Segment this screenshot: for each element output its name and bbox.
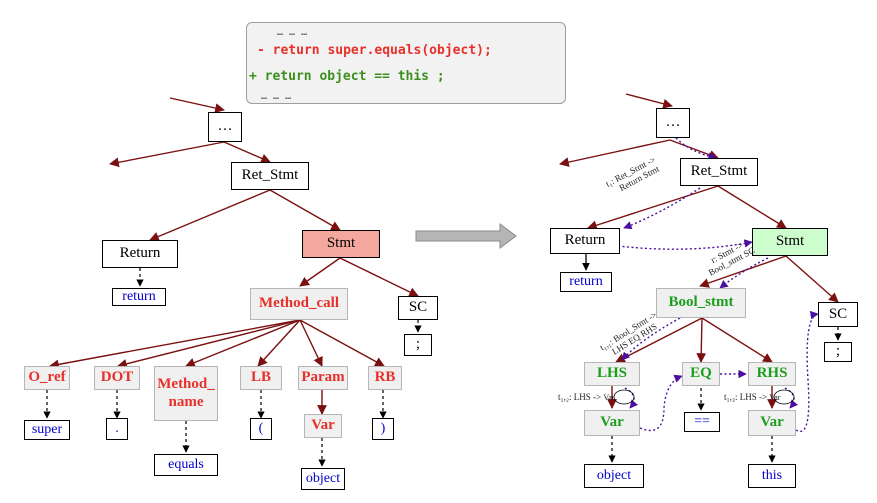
traverse-retstmt-return (623, 187, 701, 230)
right-eq-node: EQ (682, 362, 720, 386)
right-sc-node: SC (818, 302, 858, 327)
left-dot-node: DOT (94, 366, 140, 390)
left-edge-mc-rb (299, 319, 385, 367)
code-removed-line: - return super.equals(object); (257, 43, 492, 58)
left-edge-in-root (169, 97, 225, 113)
code-ellipsis-bottom: … … … (261, 91, 292, 102)
left-edge-root-out (109, 141, 225, 168)
left-super-token: super (24, 420, 70, 440)
left-dot-token: . (106, 418, 128, 440)
left-retstmt-node: Ret_Stmt (231, 162, 309, 190)
left-param-node: Param (298, 366, 348, 390)
left-equals-token: equals (154, 454, 218, 476)
traverse-root-retstmt (675, 137, 717, 161)
right-lhs-node: LHS (584, 362, 640, 386)
code-diff-box: … … … - return super.equals(object); + r… (246, 22, 566, 104)
code-added-line: + return object == this ; (249, 69, 445, 84)
left-lb-node: LB (240, 366, 282, 390)
right-this-token: this (748, 464, 796, 488)
right-rhs-var-node: Var (748, 410, 796, 436)
left-edge-stmt-sc (339, 257, 419, 297)
right-retstmt-node: Ret_Stmt (680, 158, 758, 186)
right-eq-token: == (684, 412, 720, 432)
right-edge-root-retstmt (669, 139, 719, 160)
left-edge-mc-param (299, 319, 323, 367)
right-edge-retstmt-return (587, 185, 719, 230)
traverse-rhs-self (784, 387, 799, 409)
left-edge-retstmt-return (149, 189, 271, 242)
traverse-lhs-self (624, 387, 639, 409)
left-lb-token: ( (250, 418, 272, 440)
right-edge-root-out (559, 139, 671, 167)
right-sc-token: ; (824, 342, 852, 362)
right-return-token: return (560, 272, 612, 292)
left-sc-node: SC (398, 296, 438, 320)
left-stmt-node: Stmt (302, 230, 380, 258)
right-object-token: object (584, 464, 644, 488)
right-edge-bool-eq (696, 317, 707, 363)
right-root-node: … (656, 108, 690, 138)
right-edge-stmt-sc (785, 255, 839, 303)
right-stmt-node: Stmt (752, 228, 828, 256)
left-edge-retstmt-stmt (269, 189, 341, 231)
left-edge-mc-oref (49, 319, 301, 370)
left-root-node: … (208, 112, 242, 142)
traverse-var-sc (795, 310, 819, 433)
code-ellipsis-top: … … … (277, 27, 308, 38)
left-sc-token: ; (404, 334, 432, 356)
right-edge-retstmt-stmt (717, 185, 787, 229)
right-edge-bool-lhs (615, 317, 703, 363)
left-edge-stmt-methodcall (299, 257, 341, 287)
right-edge-stmt-boolstmt (699, 255, 787, 288)
traverse-var-eq (639, 374, 683, 432)
left-oref-node: O_ref (24, 366, 70, 390)
transform-arrow (415, 223, 517, 249)
label-t1-2-text: t₁,₂: LHS -> (558, 392, 602, 402)
right-return-node: Return (550, 228, 620, 254)
right-lhs-var-node: Var (584, 410, 640, 436)
left-var-node: Var (304, 414, 342, 438)
left-edge-mc-methodname (185, 319, 301, 368)
left-edge-mc-dot (117, 319, 301, 369)
left-rb-token: ) (372, 418, 394, 440)
left-object-token: object (301, 468, 345, 490)
right-edge-bool-rhs (701, 317, 773, 363)
left-methodname-node: Method_ name (154, 366, 218, 421)
label-t1-3: t₁,₃: LHS -> Var (724, 392, 780, 402)
left-rb-node: RB (368, 366, 402, 390)
label-t1-3-var: Var (769, 393, 781, 402)
right-boolstmt-node: Bool_stmt (656, 288, 746, 318)
label-t1-2-var: Var (603, 393, 615, 402)
traverse-stmt-bool (719, 257, 769, 289)
label-t1-3-text: t₁,₃: LHS -> (724, 392, 768, 402)
rhs-var-loop (773, 389, 795, 405)
label-t1-2: t₁,₂: LHS -> Var (558, 392, 614, 402)
right-edge-in-root (625, 93, 673, 109)
traverse-bool-lhs (621, 317, 681, 361)
left-edge-mc-lb (257, 319, 301, 367)
left-return-node: Return (102, 240, 178, 268)
left-methodcall-node: Method_call (250, 288, 348, 320)
right-rhs-node: RHS (748, 362, 796, 386)
left-edge-root-retstmt (223, 141, 271, 163)
lhs-var-loop (613, 389, 635, 405)
left-return-token: return (112, 288, 166, 306)
